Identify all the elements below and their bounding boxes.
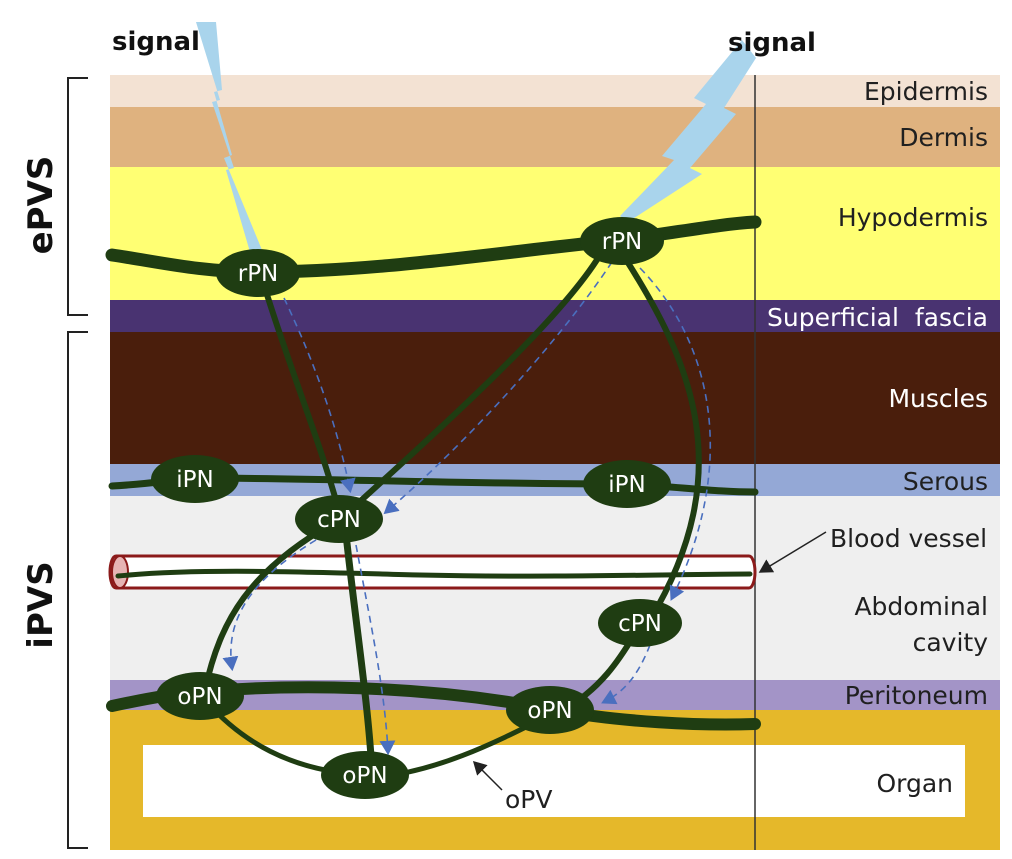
flow-arrows [222, 261, 712, 756]
dermis-label: Dermis [899, 123, 988, 152]
node-ipn-left-label: iPN [176, 467, 213, 493]
node-ipn-right-label: iPN [608, 472, 645, 498]
opv-callout: oPV [505, 785, 552, 814]
rpn-right-to-cpn-lower-vessel [622, 255, 702, 623]
organ-label: Organ [876, 769, 953, 798]
serous-label: Serous [903, 467, 988, 496]
cpn-to-opn-bottom-vessel [341, 521, 376, 776]
node-opn-right: oPN [506, 686, 594, 734]
muscles-label: Muscles [888, 384, 988, 413]
flow-arrow-rpn-right-to-cpn [383, 261, 613, 515]
signal-label-right: signal [728, 28, 816, 58]
cpn-to-opn-left-vessel [202, 519, 338, 693]
epidermis-label: Epidermis [864, 77, 988, 106]
blood-vessel-end [111, 555, 129, 589]
muscles-layer [110, 332, 1000, 464]
node-opn-bottom-label: oPN [342, 763, 387, 789]
hypodermis-vessel [105, 215, 762, 279]
flow-arrow-cpn-lower-to-opn-right [601, 644, 651, 705]
rpn-left-to-cpn-vessel [261, 282, 343, 518]
superficial-fascia-label: Superficial fascia [767, 303, 988, 332]
node-opn-right-label: oPN [527, 698, 572, 724]
blood-vessel-callout: Blood vessel [830, 524, 987, 553]
epvs-label: ePVS [21, 156, 61, 255]
node-cpn-lower-label: cPN [618, 611, 662, 637]
node-rpn-left-label: rPN [238, 261, 279, 287]
node-opn-left-label: oPN [177, 684, 222, 710]
node-opn-left: oPN [156, 672, 244, 720]
rpn-right-to-cpn-vessel [342, 252, 603, 518]
abdominal-cavity-label-line2: cavity [913, 628, 989, 657]
epidermis-layer [110, 75, 1000, 107]
signal-label-left: signal [112, 27, 200, 57]
dermis-layer [110, 107, 1000, 167]
node-opn-bottom: oPN [321, 751, 409, 799]
opv-leader-line [472, 760, 503, 791]
node-rpn-right-label: rPN [602, 229, 643, 255]
epvs-bracket [67, 77, 88, 316]
flow-arrow-cpn-to-opn-left [222, 539, 317, 672]
node-cpn-upper: cPN [295, 495, 383, 543]
ipvs-bracket [67, 331, 88, 849]
blood-vessel-leader-line [758, 531, 827, 573]
organ-box [143, 745, 965, 817]
node-cpn-lower: cPN [598, 599, 682, 647]
node-rpn-left: rPN [216, 249, 300, 297]
flow-arrow-rpn-left-to-cpn [283, 297, 356, 494]
flow-arrow-rpn-right-to-cpn-lower [639, 267, 712, 601]
node-ipn-right: iPN [583, 460, 671, 508]
node-cpn-upper-label: cPN [317, 507, 361, 533]
abdominal-cavity-label-line1: Abdominal [854, 592, 988, 621]
signal-bolt-right-icon [620, 40, 756, 222]
peritoneum-label: Peritoneum [845, 681, 988, 710]
hypodermis-label: Hypodermis [838, 203, 988, 232]
flow-arrow-cpn-to-opn-bottom [355, 544, 396, 756]
node-ipn-left: iPN [151, 455, 239, 503]
ipvs-label: iPVS [21, 561, 61, 648]
node-rpn-right: rPN [580, 217, 664, 265]
